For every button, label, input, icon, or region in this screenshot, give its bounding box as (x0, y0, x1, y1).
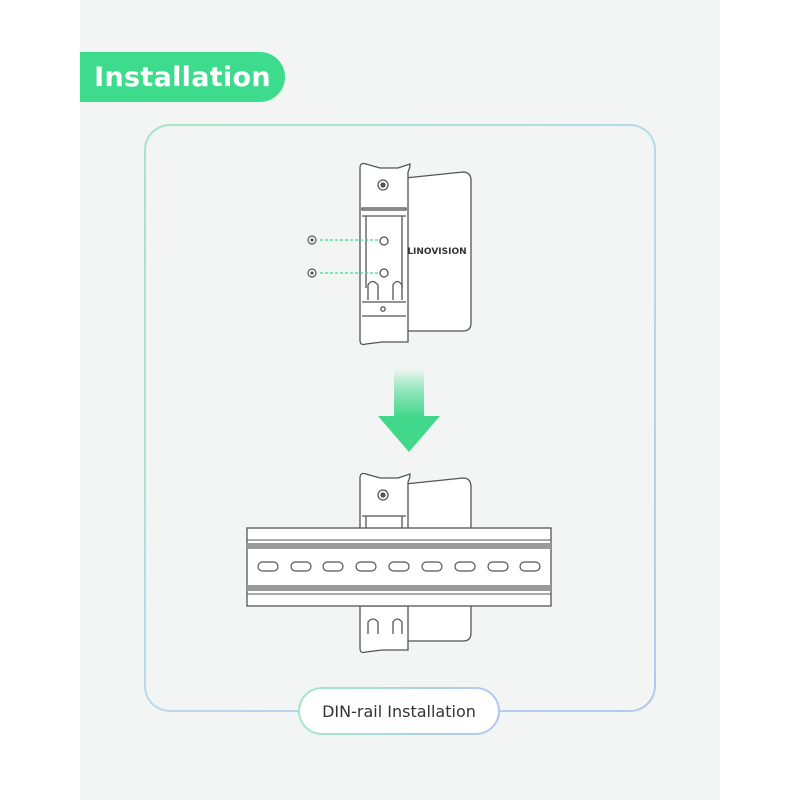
caption-pill: DIN-rail Installation (298, 687, 500, 735)
mounting-screw-1 (307, 235, 378, 245)
device-brand-label: LINOVISION (407, 247, 466, 257)
mounting-screw-2 (307, 268, 378, 278)
section-title-pill: Installation (80, 52, 285, 102)
down-arrow-icon (378, 368, 440, 452)
din-rail (246, 527, 552, 607)
device-top (359, 162, 472, 346)
section-title: Installation (94, 61, 271, 93)
caption-label: DIN-rail Installation (322, 701, 476, 721)
